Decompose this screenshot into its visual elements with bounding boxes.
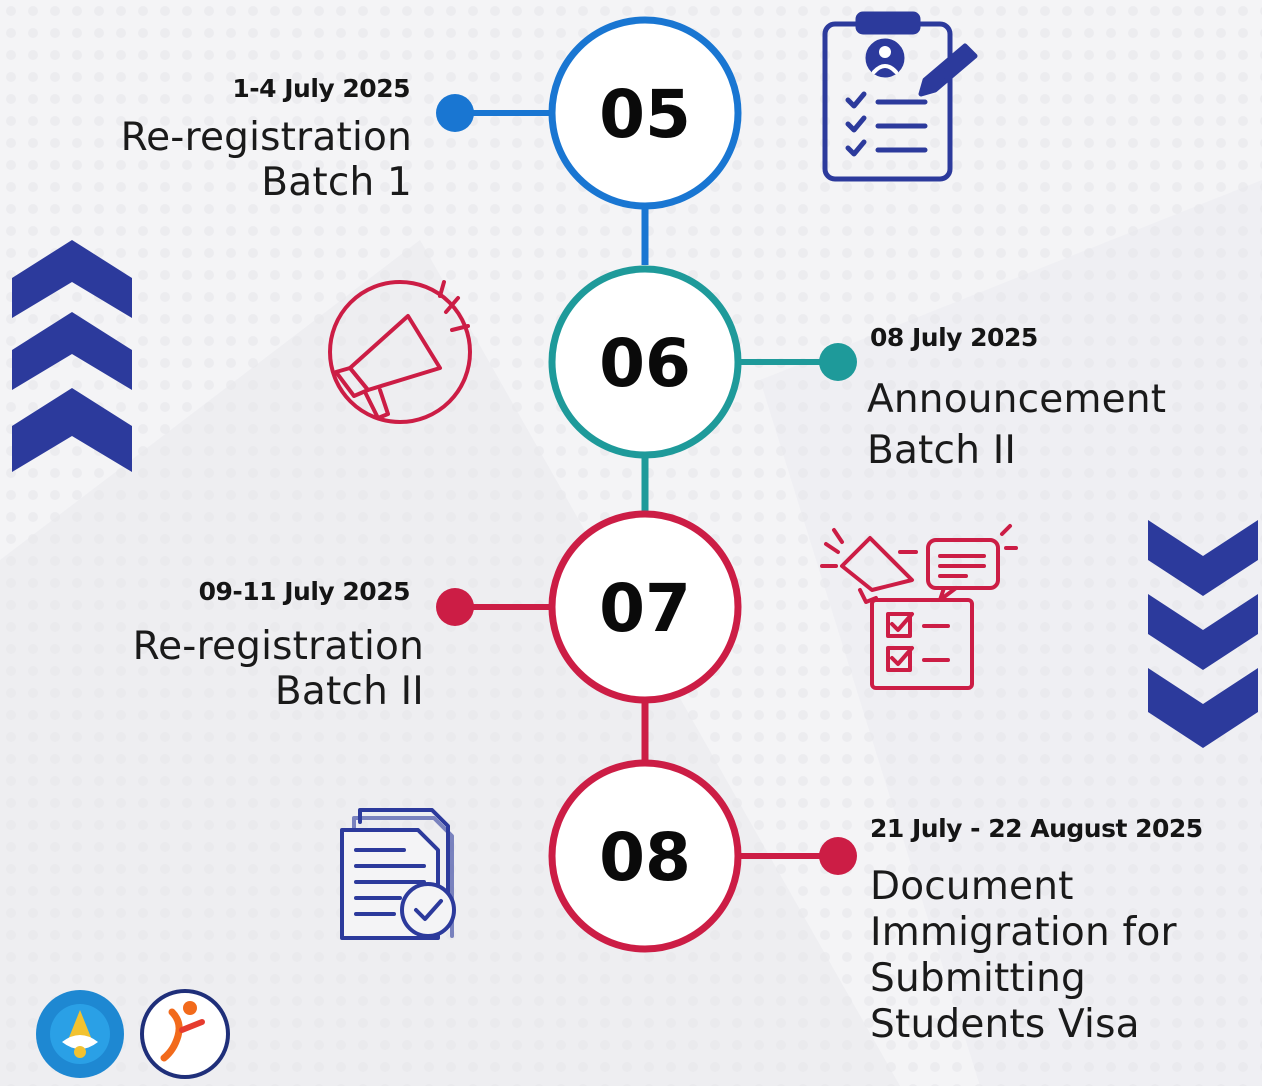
- step-05-number: 05: [599, 76, 691, 153]
- step-08-title-line: Document: [870, 864, 1074, 909]
- step-06-title: Announcement Batch II: [867, 375, 1166, 476]
- step-08-title: Document Immigration for Submitting Stud…: [870, 864, 1177, 1048]
- step-07-date: 09-11 July 2025: [198, 577, 411, 606]
- chevron-down-icon: [1148, 520, 1258, 748]
- announcement-checklist-icon: [820, 524, 1018, 690]
- chevron-up-icon: [12, 240, 132, 472]
- step-05-title-line: Re-registration: [120, 115, 412, 160]
- clipboard-checklist-icon: [822, 11, 978, 182]
- step-06-date: 08 July 2025: [870, 323, 1038, 352]
- megaphone-icon: [328, 280, 472, 424]
- step-08-circle: [548, 759, 742, 953]
- step-07-title-line: Batch II: [274, 668, 424, 714]
- step-05-date: 1-4 July 2025: [232, 74, 410, 103]
- institution-logo: [140, 989, 230, 1079]
- step-05-circle: [548, 16, 742, 210]
- step-05-title: Re-registration Batch 1: [120, 115, 412, 206]
- step-08-title-line: Students Visa: [870, 1002, 1140, 1048]
- step-06-title-line: Batch II: [867, 427, 1017, 473]
- step-07-number: 07: [599, 570, 691, 647]
- step-07-title-line: Re-registration: [132, 624, 424, 669]
- step-06-dot: [819, 343, 857, 381]
- document-approved-icon: [340, 808, 456, 940]
- step-06-title-line: Announcement: [867, 377, 1167, 422]
- step-05-dot: [436, 94, 474, 132]
- step-08-date: 21 July - 22 August 2025: [870, 814, 1203, 843]
- step-07-circle: [548, 510, 742, 704]
- step-07-title: Re-registration Batch II: [132, 624, 424, 715]
- tut-wuri-handayani-logo: [36, 990, 124, 1078]
- step-07-dot: [436, 588, 474, 626]
- step-06-number: 06: [599, 325, 691, 402]
- step-08-title-line: Immigration for: [870, 910, 1177, 956]
- step-08-number: 08: [599, 819, 691, 896]
- step-05-title-line: Batch 1: [261, 159, 412, 205]
- step-06-circle: [548, 265, 742, 459]
- step-08-title-line: Submitting: [870, 956, 1086, 1002]
- step-08-dot: [819, 837, 857, 875]
